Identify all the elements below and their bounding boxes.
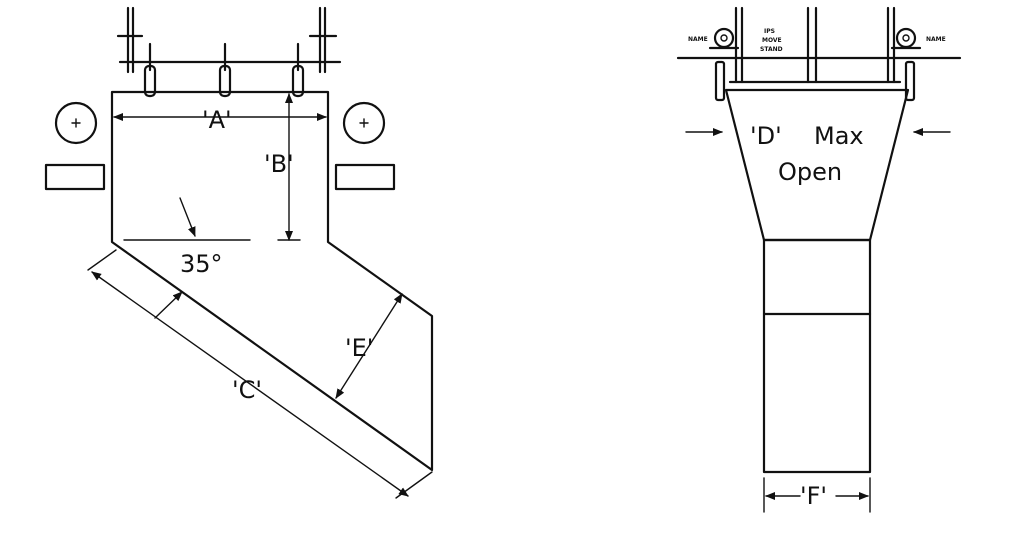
note-center-3: STAND	[760, 46, 783, 53]
label-f: 'F'	[800, 482, 827, 510]
front-view: NAME NAME IPS MOVE STAND 'D' Max Open 'F…	[676, 6, 962, 513]
label-a: 'A'	[202, 106, 232, 134]
label-d: 'D'	[750, 122, 782, 150]
label-e: 'E'	[345, 334, 373, 362]
label-max: Max	[814, 122, 864, 150]
note-center-2: MOVE	[762, 37, 782, 44]
label-angle: 35°	[180, 250, 223, 278]
side-fixture-left	[44, 101, 106, 191]
dimension-c-line	[91, 271, 409, 497]
tube-outline	[762, 238, 872, 474]
note-center-1: IPS	[764, 28, 775, 35]
note-left: NAME	[688, 36, 708, 43]
note-right: NAME	[926, 36, 946, 43]
side-view: 'A' 'B' 35° 'E' 'C'	[44, 6, 434, 499]
chute-outline	[110, 90, 434, 472]
side-fixture-right	[334, 101, 396, 191]
clamp-left	[708, 27, 740, 102]
clamp-right	[890, 27, 922, 102]
label-b: 'B'	[264, 150, 294, 178]
label-c: 'C'	[232, 376, 262, 404]
label-open: Open	[778, 158, 842, 186]
dimension-e-line	[335, 293, 403, 399]
mounting-rail	[116, 6, 342, 98]
